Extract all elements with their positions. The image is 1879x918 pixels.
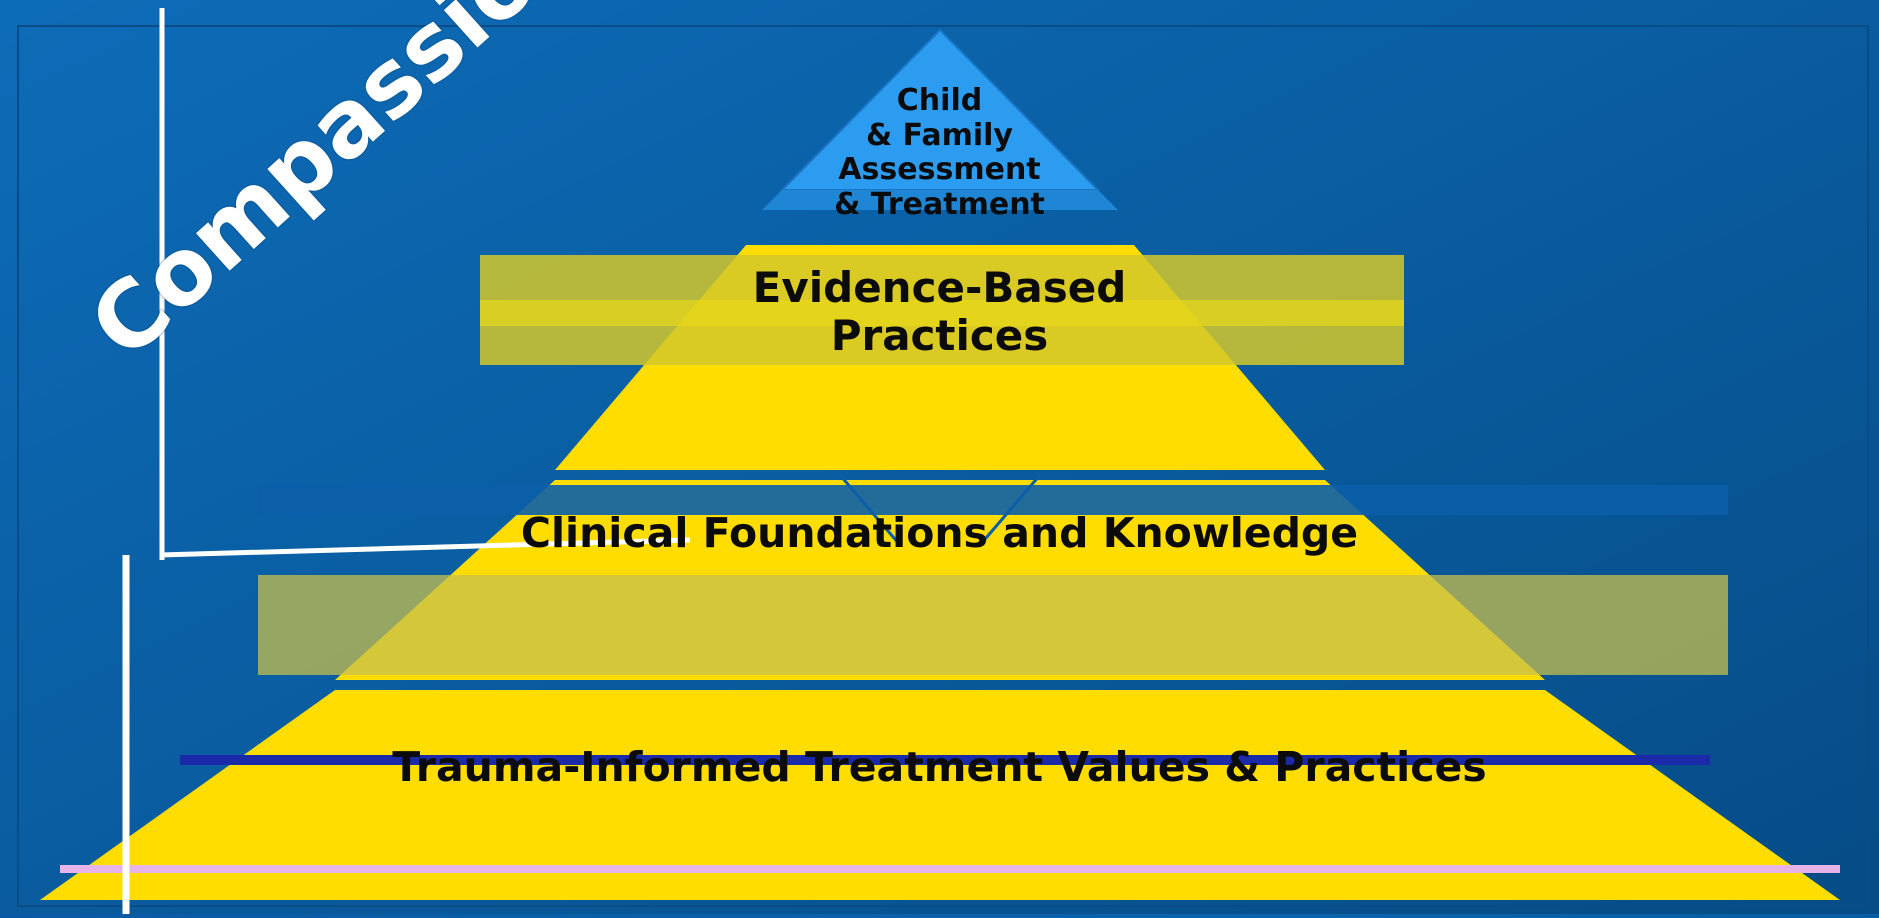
frame-outline: [17, 25, 1869, 907]
tier-clinical-band: [258, 575, 1728, 675]
tier-separator-left: [838, 474, 902, 546]
tier-trauma-base-stripe: [60, 865, 1840, 873]
apex-base-band: [762, 190, 1118, 210]
apex-label-line: Child: [896, 83, 983, 118]
tier-trauma-stripe: [180, 755, 1710, 765]
tier-evidence-stripe: [480, 300, 1404, 326]
apex-label-line: & Treatment: [834, 186, 1045, 222]
apex-label: Child & Family Assessment & Treatment: [0, 83, 1879, 222]
trauma-label: Trauma-Informed Treatment Values & Pract…: [392, 743, 1487, 791]
tier-separator-right: [978, 474, 1042, 546]
evidence-label: Evidence-Based Practices: [0, 263, 1879, 361]
tier-clinical-gap: [258, 485, 1728, 515]
evidence-label-line: Evidence-Based: [752, 263, 1127, 312]
apex-label-line: & Family: [866, 117, 1013, 153]
apex-label-line: Assessment: [838, 152, 1041, 187]
accent-line-connector: [159, 537, 691, 558]
clinical-label: Clinical Foundations and Knowledge: [520, 509, 1359, 557]
pyramid-tier-trauma: [40, 690, 1840, 900]
evidence-label-line: Practices: [830, 311, 1049, 361]
